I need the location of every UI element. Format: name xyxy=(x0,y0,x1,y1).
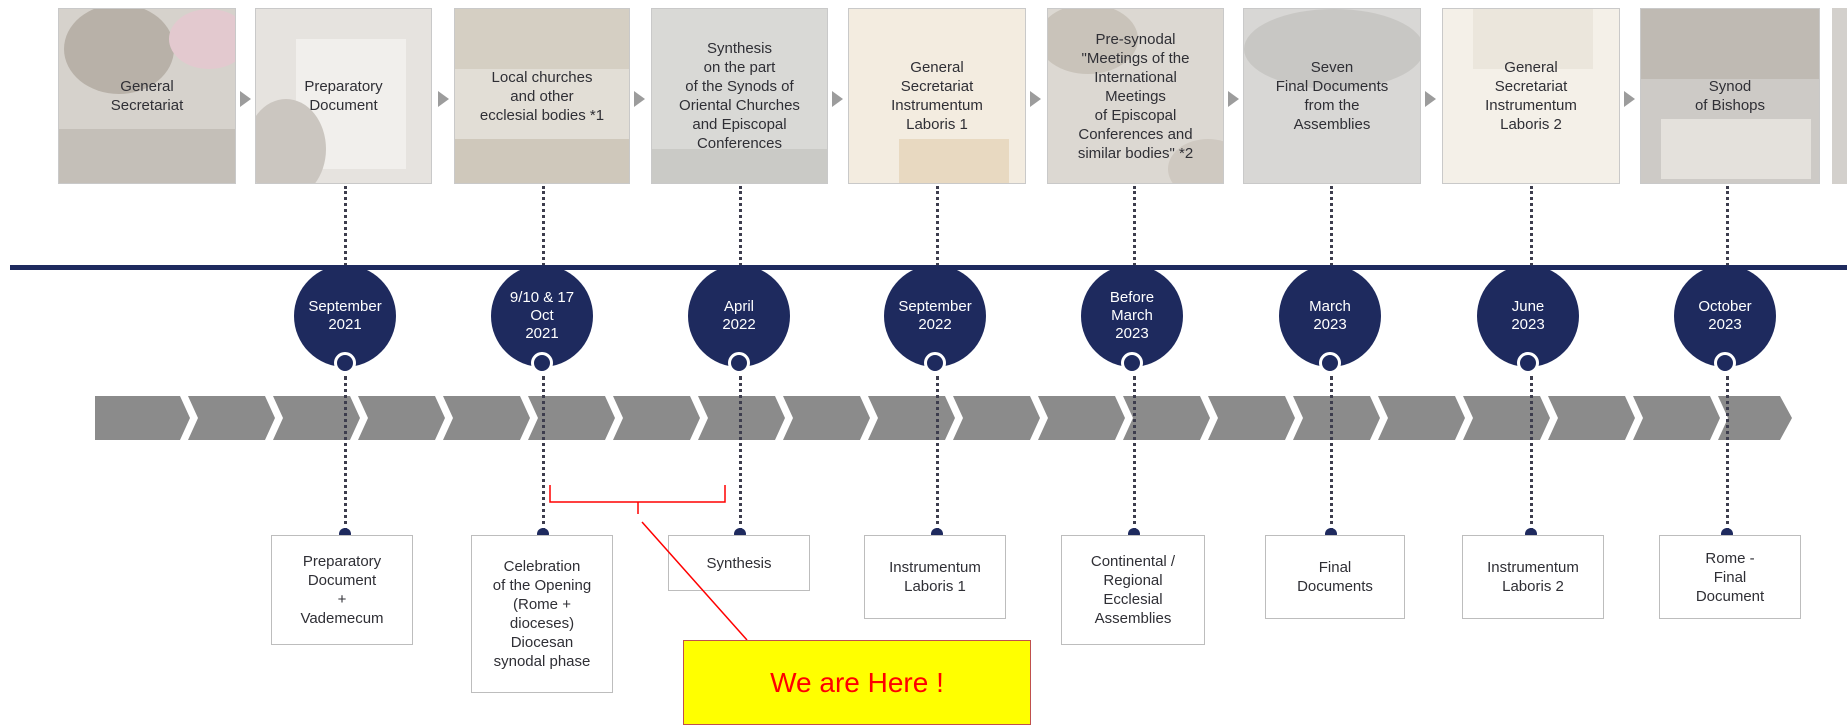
connector-line xyxy=(1330,376,1333,532)
stage-photo xyxy=(849,9,1025,183)
milestone-marker-icon xyxy=(1121,352,1143,374)
stage-photo xyxy=(1244,9,1420,183)
milestone-marker-icon xyxy=(728,352,750,374)
stage-box: Local churches and other ecclesial bodie… xyxy=(454,8,630,184)
stage-label: Synthesis on the part of the Synods of O… xyxy=(679,40,800,152)
arrow-right-icon xyxy=(1425,91,1436,107)
stage-label: Synod of Bishops xyxy=(1694,78,1766,114)
arrow-right-icon xyxy=(832,91,843,107)
timeline-chevron-band xyxy=(95,396,1792,440)
arrow-right-icon xyxy=(1030,91,1041,107)
stage-photo xyxy=(1641,9,1819,183)
milestone-date: September 2021 xyxy=(294,265,396,367)
milestone-marker-icon xyxy=(924,352,946,374)
milestone-date: April 2022 xyxy=(688,265,790,367)
stage-photo xyxy=(256,9,431,183)
stage-box: Seven Final Documents from the Assemblie… xyxy=(1243,8,1421,184)
stage-label: General Secretariat xyxy=(110,78,184,114)
milestone-marker-icon xyxy=(531,352,553,374)
stage-label: General Secretariat Instrumentum Laboris… xyxy=(1485,59,1577,133)
stage-label: Preparatory Document xyxy=(304,78,383,114)
arrow-right-icon xyxy=(634,91,645,107)
connector-line xyxy=(344,376,347,532)
stage-label: Local churches and other ecclesial bodie… xyxy=(479,68,605,124)
output-box: Synthesis xyxy=(668,535,810,591)
output-box: Rome - Final Document xyxy=(1659,535,1801,619)
arrow-right-icon xyxy=(1624,91,1635,107)
arrow-right-icon xyxy=(438,91,449,107)
output-box: Final Documents xyxy=(1265,535,1405,619)
output-box: Instrumentum Laboris 1 xyxy=(864,535,1006,619)
connector-line xyxy=(1530,186,1533,266)
stage-photo xyxy=(652,9,827,183)
stage-label: Seven Final Documents from the Assemblie… xyxy=(1275,59,1389,133)
stage-box: Synthesis on the part of the Synods of O… xyxy=(651,8,828,184)
arrow-right-icon xyxy=(240,91,251,107)
milestone-date: September 2022 xyxy=(884,265,986,367)
stage-photo xyxy=(59,9,235,183)
milestone-marker-icon xyxy=(334,352,356,374)
output-box: Instrumentum Laboris 2 xyxy=(1462,535,1604,619)
connector-line xyxy=(1133,186,1136,266)
stage-box: General Secretariat xyxy=(58,8,236,184)
milestone-date: June 2023 xyxy=(1477,265,1579,367)
connector-line xyxy=(1133,376,1136,532)
connector-line xyxy=(1726,186,1729,266)
arrow-right-icon xyxy=(1228,91,1239,107)
connector-line xyxy=(542,376,545,532)
stage-box: Preparatory Document xyxy=(255,8,432,184)
connector-line xyxy=(739,186,742,266)
stage-box: Pre-synodal "Meetings of the Internation… xyxy=(1047,8,1224,184)
stage-label: Pre-synodal "Meetings of the Internation… xyxy=(1077,30,1194,162)
stage-photo xyxy=(1443,9,1619,183)
we-are-here-callout: We are Here ! xyxy=(683,640,1031,725)
stage-label: General Secretariat Instrumentum Laboris… xyxy=(891,59,983,133)
output-box: Continental / Regional Ecclesial Assembl… xyxy=(1061,535,1205,645)
output-box: Celebration of the Opening (Rome + dioce… xyxy=(471,535,613,693)
connector-line xyxy=(344,186,347,266)
milestone-date: 9/10 & 17 Oct 2021 xyxy=(491,265,593,367)
milestone-marker-icon xyxy=(1714,352,1736,374)
connector-line xyxy=(1330,186,1333,266)
connector-line xyxy=(739,376,742,532)
connector-line xyxy=(1726,376,1729,532)
stage-photo xyxy=(1048,9,1223,183)
stage-box: Synod of Bishops xyxy=(1640,8,1820,184)
milestone-date: Before March 2023 xyxy=(1081,265,1183,367)
stage-photo xyxy=(455,9,629,183)
stage-box: General Secretariat Instrumentum Laboris… xyxy=(848,8,1026,184)
milestone-marker-icon xyxy=(1319,352,1341,374)
stage-box-edge xyxy=(1832,8,1847,184)
connector-line xyxy=(542,186,545,266)
connector-line xyxy=(1530,376,1533,532)
milestone-date: March 2023 xyxy=(1279,265,1381,367)
stage-box: General Secretariat Instrumentum Laboris… xyxy=(1442,8,1620,184)
output-box: Preparatory Document + Vademecum xyxy=(271,535,413,645)
milestone-date: October 2023 xyxy=(1674,265,1776,367)
connector-line xyxy=(936,376,939,532)
milestone-marker-icon xyxy=(1517,352,1539,374)
connector-line xyxy=(936,186,939,266)
